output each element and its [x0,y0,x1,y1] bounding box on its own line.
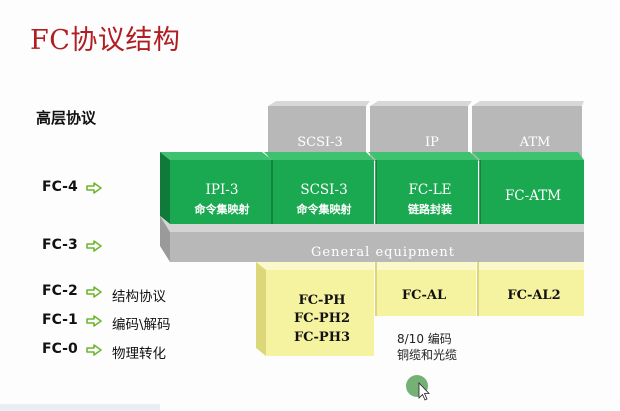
fc2-box-label: FC-AL [402,288,446,303]
mouse-pointer-icon [418,382,430,401]
fc4-box-label: FC-ATM [505,188,561,204]
label-upper-protocol: 高层协议 [36,109,97,127]
upper-box-label: ATM [519,135,551,150]
fc3-bar: General equipment [160,216,584,262]
fc2-box-al: FC-AL [375,262,476,316]
fc4-box-label: SCSI-3 [300,182,347,198]
page-title: FC协议结构 [30,25,181,56]
fc4-box-label: IPI-3 [206,182,239,198]
fc4-box-ipi3: IPI-3 命令集映射 [160,152,272,224]
fc2-box-label: FC-PH2 [294,311,350,326]
arrow-right-icon [86,182,102,194]
bottom-strip [0,404,160,411]
desc-fc2: 结构协议 [112,289,166,305]
label-fc4: FC-4 [42,179,78,195]
arrow-right-icon [86,240,102,252]
fc3-bar-label: General equipment [311,245,455,260]
upper-box-label: IP [425,135,439,150]
fc2-box-ph: FC-PH FC-PH2 FC-PH3 [256,262,374,356]
fc4-box-sublabel: 命令集映射 [194,202,250,216]
fc4-box-fcatm: FC-ATM [472,152,584,224]
label-fc2: FC-2 [42,283,78,299]
arrow-right-icon [86,344,102,356]
desc-fc1: 编码\解码 [112,317,171,333]
label-fc3: FC-3 [42,237,78,253]
fc4-box-label: FC-LE [408,182,451,198]
upper-box-label: SCSI-3 [297,135,343,150]
upper-box-scsi3: SCSI-3 [268,101,370,161]
arrow-right-icon [86,286,102,298]
fc2-box-label: FC-AL2 [507,288,560,303]
label-fc0: FC-0 [42,341,78,357]
desc-fc0: 物理转化 [112,346,166,362]
encoding-note-line1: 8/10 编码 [397,332,452,346]
upper-box-atm: ATM [472,101,584,161]
fc2-box-label: FC-PH3 [294,330,350,345]
encoding-note-line2: 铜缆和光缆 [397,348,458,362]
arrow-right-icon [86,315,102,327]
fc4-box-sublabel: 命令集映射 [296,202,352,216]
fc2-box-al2: FC-AL2 [477,262,584,316]
fc4-box-fcle: FC-LE 链路封装 [368,152,478,224]
fc2-box-label: FC-PH [298,293,345,308]
fc4-box-scsi3: SCSI-3 命令集映射 [264,152,374,224]
label-fc1: FC-1 [42,312,78,328]
upper-box-ip: IP [370,101,472,161]
fc4-box-sublabel: 链路封装 [408,202,452,216]
